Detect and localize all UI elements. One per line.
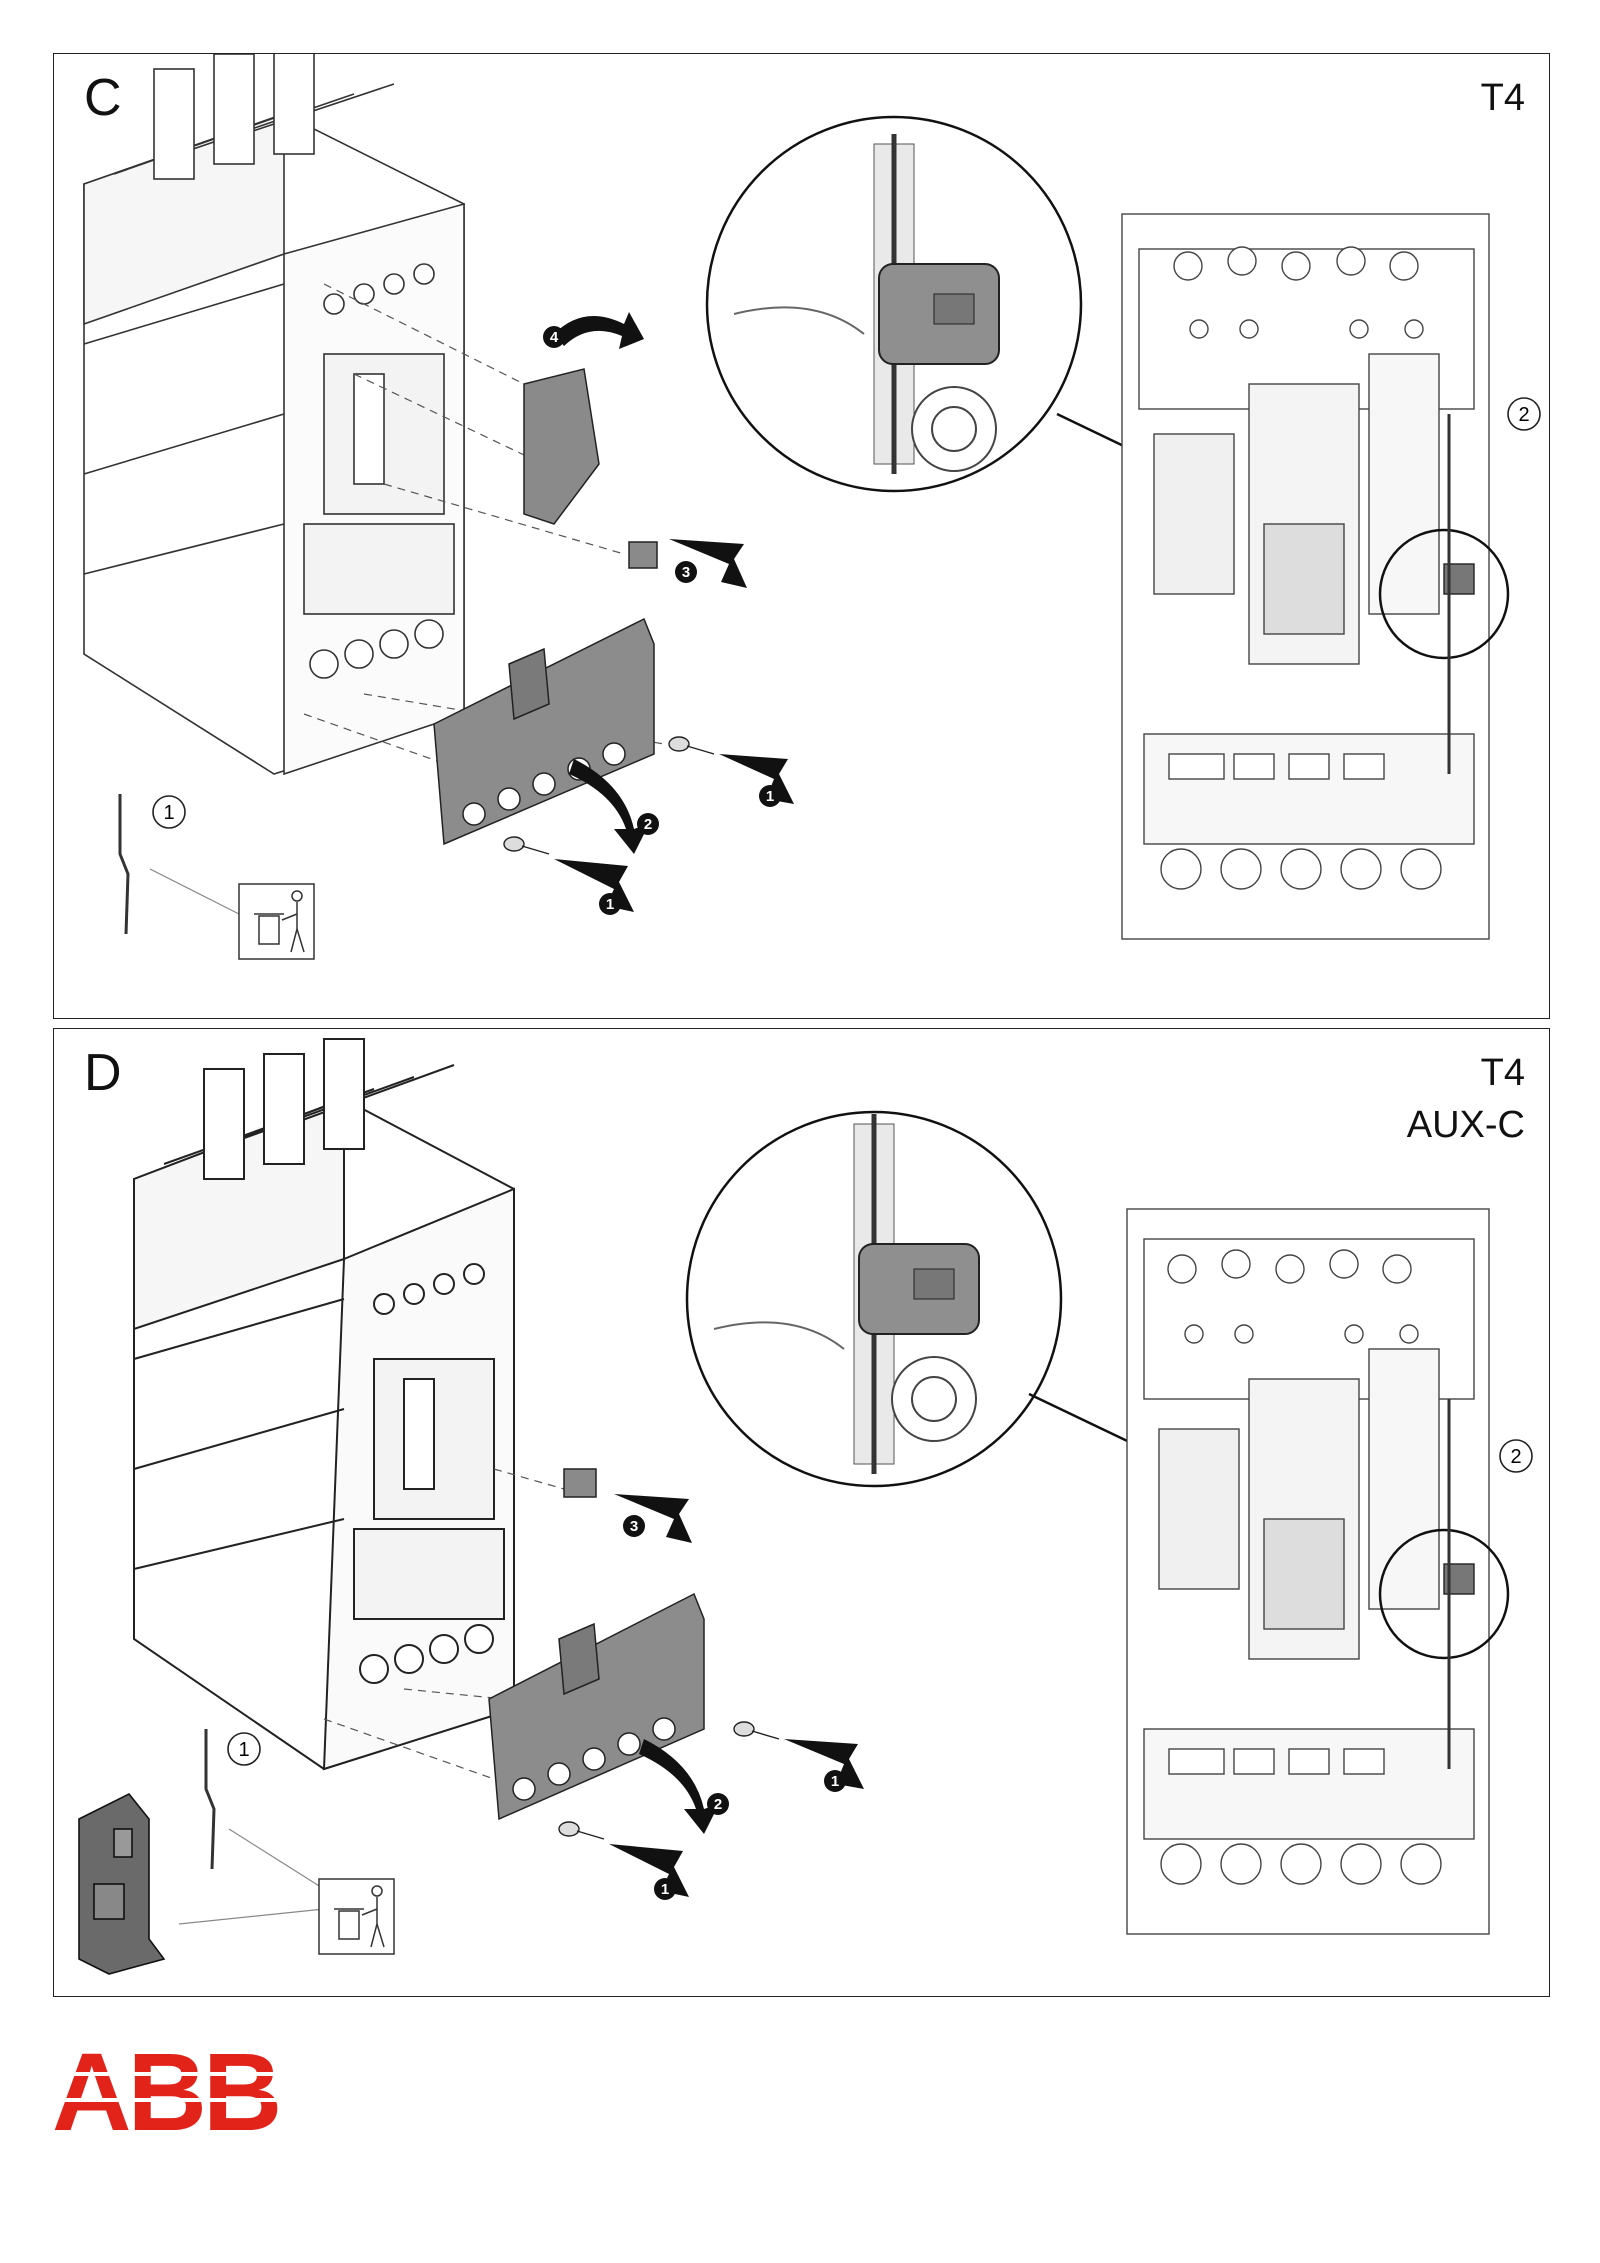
breaker-body-illustration	[133, 1038, 515, 1771]
removed-aux-module	[78, 1792, 166, 1975]
callout-1	[227, 1732, 261, 1766]
step-markers: 1 1 2 3 4	[543, 326, 781, 915]
callout-1-label: 1	[238, 1739, 249, 1761]
callout-1-label: 1	[163, 802, 174, 824]
svg-text:4: 4	[550, 329, 559, 346]
breaker-front-view	[1126, 1208, 1510, 1935]
screw-icons	[558, 1721, 780, 1840]
panel-c: C T4	[53, 53, 1550, 1019]
callout-1	[152, 795, 186, 829]
magnifier-detail	[705, 115, 1375, 568]
callout-2-label: 2	[1510, 1446, 1521, 1468]
panel-letter: C	[84, 69, 122, 127]
svg-text:3: 3	[682, 564, 690, 581]
panel-d-illustration: 1 1 2 3 1	[78, 1038, 1533, 1975]
aux-contact-block	[563, 1468, 597, 1498]
callout-2	[1507, 397, 1541, 431]
callout-2-label: 2	[1518, 404, 1529, 426]
breaker-front-view	[1121, 213, 1510, 940]
svg-text:2: 2	[714, 1796, 722, 1813]
svg-text:1: 1	[606, 896, 614, 913]
model-tag: T4 AUX-C	[1407, 1047, 1525, 1151]
screw-icons	[503, 736, 715, 855]
step-markers: 1 1 2 3	[623, 1515, 846, 1900]
abb-logo-text: ABB	[52, 2040, 278, 2140]
trash-bin-icon	[238, 883, 315, 960]
svg-text:1: 1	[766, 788, 774, 805]
assembly-guide-lines	[323, 1468, 705, 1780]
svg-text:1: 1	[661, 1881, 669, 1898]
callout-2	[1499, 1439, 1533, 1473]
model-tag: T4	[1481, 72, 1525, 124]
aux-contact-block	[523, 368, 658, 569]
panel-d: D T4 AUX-C	[53, 1028, 1550, 1997]
panel-letter: D	[84, 1044, 122, 1102]
svg-text:3: 3	[630, 1518, 638, 1535]
accessory-tag: AUX-C	[1406, 1104, 1525, 1146]
model-tag-line: T4	[1480, 1052, 1525, 1094]
breaker-body-illustration	[83, 54, 465, 776]
svg-text:1: 1	[831, 1773, 839, 1790]
svg-text:2: 2	[644, 816, 652, 833]
abb-logo: ABB	[52, 2040, 302, 2140]
terminal-cover	[488, 1592, 705, 1821]
model-tag-line: T4	[1480, 77, 1525, 119]
trash-bin-icon	[318, 1878, 395, 1955]
removed-jumper-wire	[204, 1729, 216, 1870]
removed-jumper-wire	[118, 794, 130, 935]
panel-c-illustration: 1 1 2 3 4 1	[83, 54, 1541, 960]
magnifier-detail	[685, 1110, 1375, 1561]
